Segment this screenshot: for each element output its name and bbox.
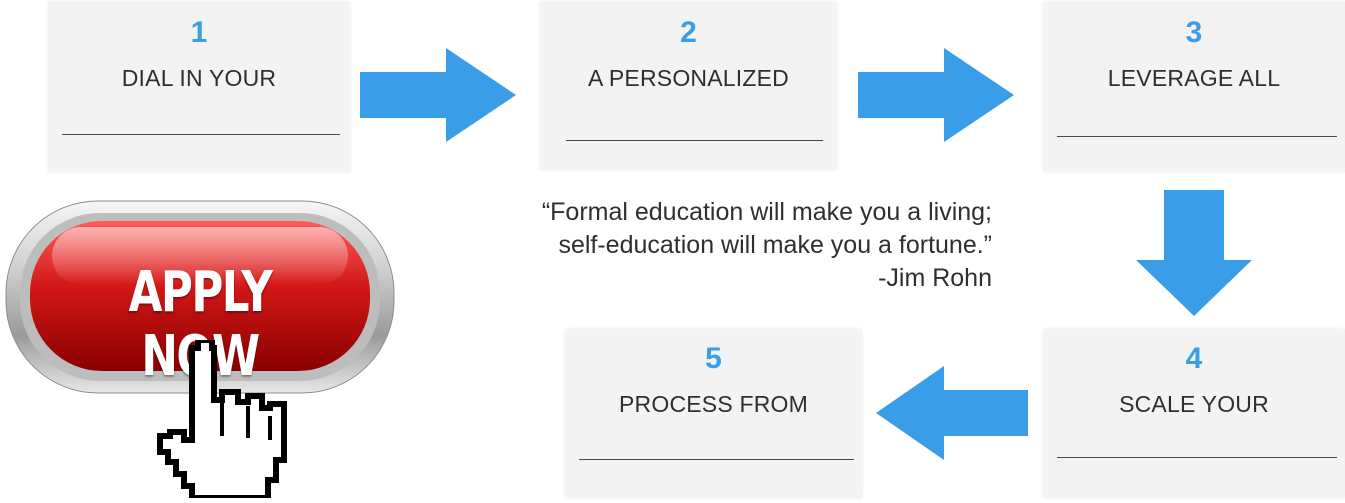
step-5-label: PROCESS FROM: [619, 391, 808, 417]
step-5-number: 5: [705, 342, 722, 375]
arrow-right-icon: [858, 48, 1014, 142]
apply-now-button-graphic: [5, 200, 395, 394]
step-1-label: DIAL IN YOUR: [121, 65, 277, 91]
step-2-box: 2 A PERSONALIZED: [540, 2, 837, 170]
step-2-blank-line: [566, 140, 823, 141]
step-4-blank-line: [1057, 457, 1337, 458]
step-1-blank-line: [62, 134, 340, 135]
quote-line-1: “Formal education will make you a living…: [541, 198, 992, 226]
step-4-number: 4: [1185, 342, 1203, 375]
step-3-label: LEVERAGE ALL: [1107, 65, 1281, 91]
pointing-hand-cursor-icon: [157, 340, 287, 498]
quote-line-2: self-education will make you a fortune.”: [558, 231, 992, 259]
quote-author: -Jim Rohn: [878, 264, 992, 292]
step-3-blank-line: [1057, 136, 1337, 137]
arrow-down-icon: [1136, 190, 1252, 316]
step-2-label: A PERSONALIZED: [588, 65, 789, 91]
quote-block: “Formal education will make you a living…: [360, 196, 992, 295]
step-5-blank-line: [579, 459, 854, 460]
arrow-right-icon: [360, 48, 516, 142]
arrow-left-icon: [876, 366, 1028, 460]
step-4-label: SCALE YOUR: [1119, 391, 1269, 417]
apply-now-button[interactable]: APPLY NOW: [0, 195, 400, 498]
step-4-box: 4 SCALE YOUR: [1043, 329, 1345, 498]
step-1-box: 1 DIAL IN YOUR: [48, 2, 350, 172]
step-1-number: 1: [190, 16, 208, 49]
step-3-number: 3: [1185, 16, 1203, 49]
step-5-box: 5 PROCESS FROM: [565, 329, 862, 498]
step-2-number: 2: [680, 16, 697, 49]
step-3-box: 3 LEVERAGE ALL: [1043, 2, 1345, 172]
